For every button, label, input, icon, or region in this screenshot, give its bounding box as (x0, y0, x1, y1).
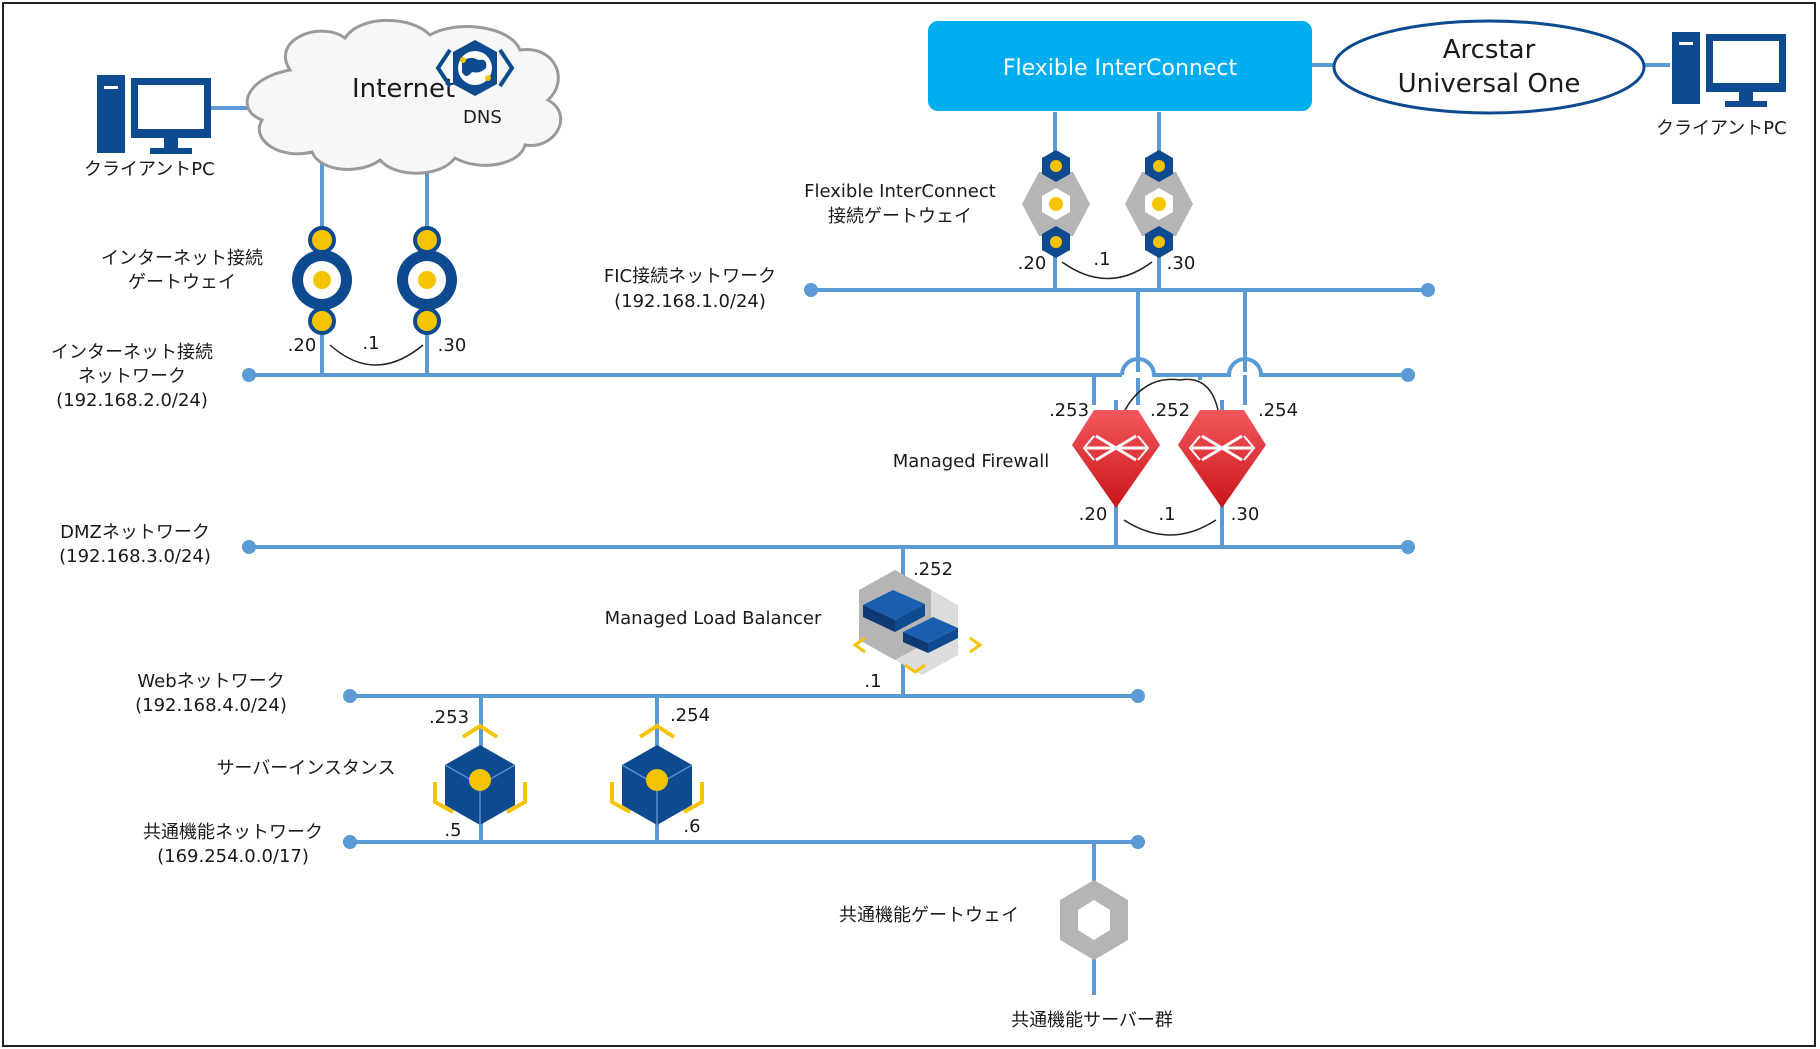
inet-network-name-2: ネットワーク (78, 366, 186, 387)
dns-label: DNS (463, 107, 502, 128)
server-icon (433, 723, 527, 825)
fic-gateway-2 (1125, 150, 1193, 258)
labels: インターネット接続 ゲートウェイ Flexible InterConnect 接… (51, 181, 1173, 1031)
managed-firewall-2 (1178, 410, 1266, 508)
common-gateway-label: 共通機能ゲートウェイ (839, 905, 1019, 926)
fic-gateway-1 (1022, 150, 1090, 258)
web-network-end (343, 689, 357, 703)
inet-gw-label-1: インターネット接続 (101, 248, 263, 269)
inet-gw-label-2: ゲートウェイ (128, 272, 236, 293)
addr-srv1-web: .253 (429, 707, 469, 728)
addr-lb-dmz: .252 (913, 559, 953, 580)
inet-network-end (242, 368, 256, 382)
common-function-gateway (1060, 880, 1128, 960)
fic-label: Flexible InterConnect (1003, 56, 1238, 81)
addr-fic-gw2: .30 (1167, 253, 1196, 274)
client-pc-left: クライアントPC (84, 75, 215, 180)
firewall-label: Managed Firewall (893, 451, 1050, 472)
fic-network-cidr: (192.168.1.0/24) (614, 291, 766, 312)
addr-srv2-common: .6 (683, 816, 700, 837)
server-instance-2 (610, 723, 704, 825)
network-lines (242, 283, 1435, 849)
fic-gw-label-2: 接続ゲートウェイ (828, 206, 972, 227)
internet-gateway-2 (397, 226, 457, 335)
common-servers-label: 共通機能サーバー群 (1011, 1010, 1173, 1031)
common-gateway-icon (1060, 880, 1128, 960)
web-network-cidr: (192.168.4.0/24) (135, 695, 287, 716)
common-network-cidr: (169.254.0.0/17) (157, 846, 309, 867)
addr-lb-web: .1 (864, 671, 881, 692)
addr-fw-up1: .253 (1049, 400, 1089, 421)
firewall-icon (1178, 410, 1266, 508)
gateway-icon (292, 226, 352, 335)
addr-srv1-common: .5 (444, 820, 461, 841)
flexible-interconnect: Flexible InterConnect (928, 21, 1312, 111)
client-pc-left-label: クライアントPC (84, 159, 215, 180)
dmz-network-end (1401, 540, 1415, 554)
internet-label: Internet (352, 74, 455, 104)
fic-gateway-icon (1022, 150, 1090, 258)
managed-load-balancer (852, 570, 983, 675)
redundancy-arcs (329, 261, 1219, 536)
server-instance-1 (433, 723, 527, 825)
inet-network-line-hops (1120, 357, 1408, 377)
inet-network-end (1401, 368, 1415, 382)
client-pc-right-label: クライアントPC (1656, 118, 1787, 139)
internet-gateway-1 (292, 226, 352, 335)
server-icon (610, 723, 704, 825)
dmz-network-end (242, 540, 256, 554)
arcstar-line2: Universal One (1398, 69, 1581, 99)
addr-fw-up2: .254 (1258, 400, 1298, 421)
fic-network-end (1421, 283, 1435, 297)
dns-icon (435, 40, 515, 96)
inet-network-name-1: インターネット接続 (51, 342, 213, 363)
web-network-end (1131, 689, 1145, 703)
common-network-name: 共通機能ネットワーク (143, 822, 323, 843)
web-network-name: Webネットワーク (137, 671, 284, 692)
addr-fic-gw-vip: .1 (1093, 249, 1110, 270)
arcstar-universal-one: Arcstar Universal One (1332, 19, 1646, 115)
fic-box (928, 21, 1312, 111)
addr-srv2-web: .254 (670, 705, 710, 726)
addr-inet-gw-vip: .1 (362, 333, 379, 354)
fic-gw-label-1: Flexible InterConnect (804, 181, 996, 202)
managed-firewall-1 (1072, 410, 1160, 508)
gateway-icon (397, 226, 457, 335)
desktop-pc-icon (97, 75, 211, 154)
addr-fw-dn2: .30 (1231, 504, 1260, 525)
load-balancer-label: Managed Load Balancer (605, 608, 822, 629)
dmz-network-cidr: (192.168.3.0/24) (59, 546, 211, 567)
addr-fic-gw1: .20 (1018, 253, 1047, 274)
common-network-end (343, 835, 357, 849)
links (200, 63, 1670, 995)
fic-network-end (804, 283, 818, 297)
addr-fw-dn-vip: .1 (1158, 504, 1175, 525)
internet-cloud: Internet DNS (245, 18, 563, 175)
inet-network-cidr: (192.168.2.0/24) (56, 390, 208, 411)
load-balancer-icon (852, 570, 983, 675)
common-network-end (1131, 835, 1145, 849)
fic-network-name: FIC接続ネットワーク (604, 266, 776, 287)
server-instances-label: サーバーインスタンス (216, 758, 395, 779)
client-pc-right: クライアントPC (1656, 32, 1787, 139)
addr-fw-up-vip: .252 (1150, 400, 1190, 421)
ip-addresses: .20 .1 .30 .20 .1 .30 .253 .252 .254 .20… (288, 249, 1298, 841)
arcstar-line1: Arcstar (1443, 35, 1536, 65)
desktop-pc-icon (1672, 32, 1786, 107)
arcstar-ellipse (1332, 19, 1646, 115)
addr-inet-gw1: .20 (288, 335, 317, 356)
fic-gateway-icon (1125, 150, 1193, 258)
firewall-icon (1072, 410, 1160, 508)
addr-fw-dn1: .20 (1079, 504, 1108, 525)
addr-inet-gw2: .30 (438, 335, 467, 356)
dmz-network-name: DMZネットワーク (60, 522, 210, 543)
